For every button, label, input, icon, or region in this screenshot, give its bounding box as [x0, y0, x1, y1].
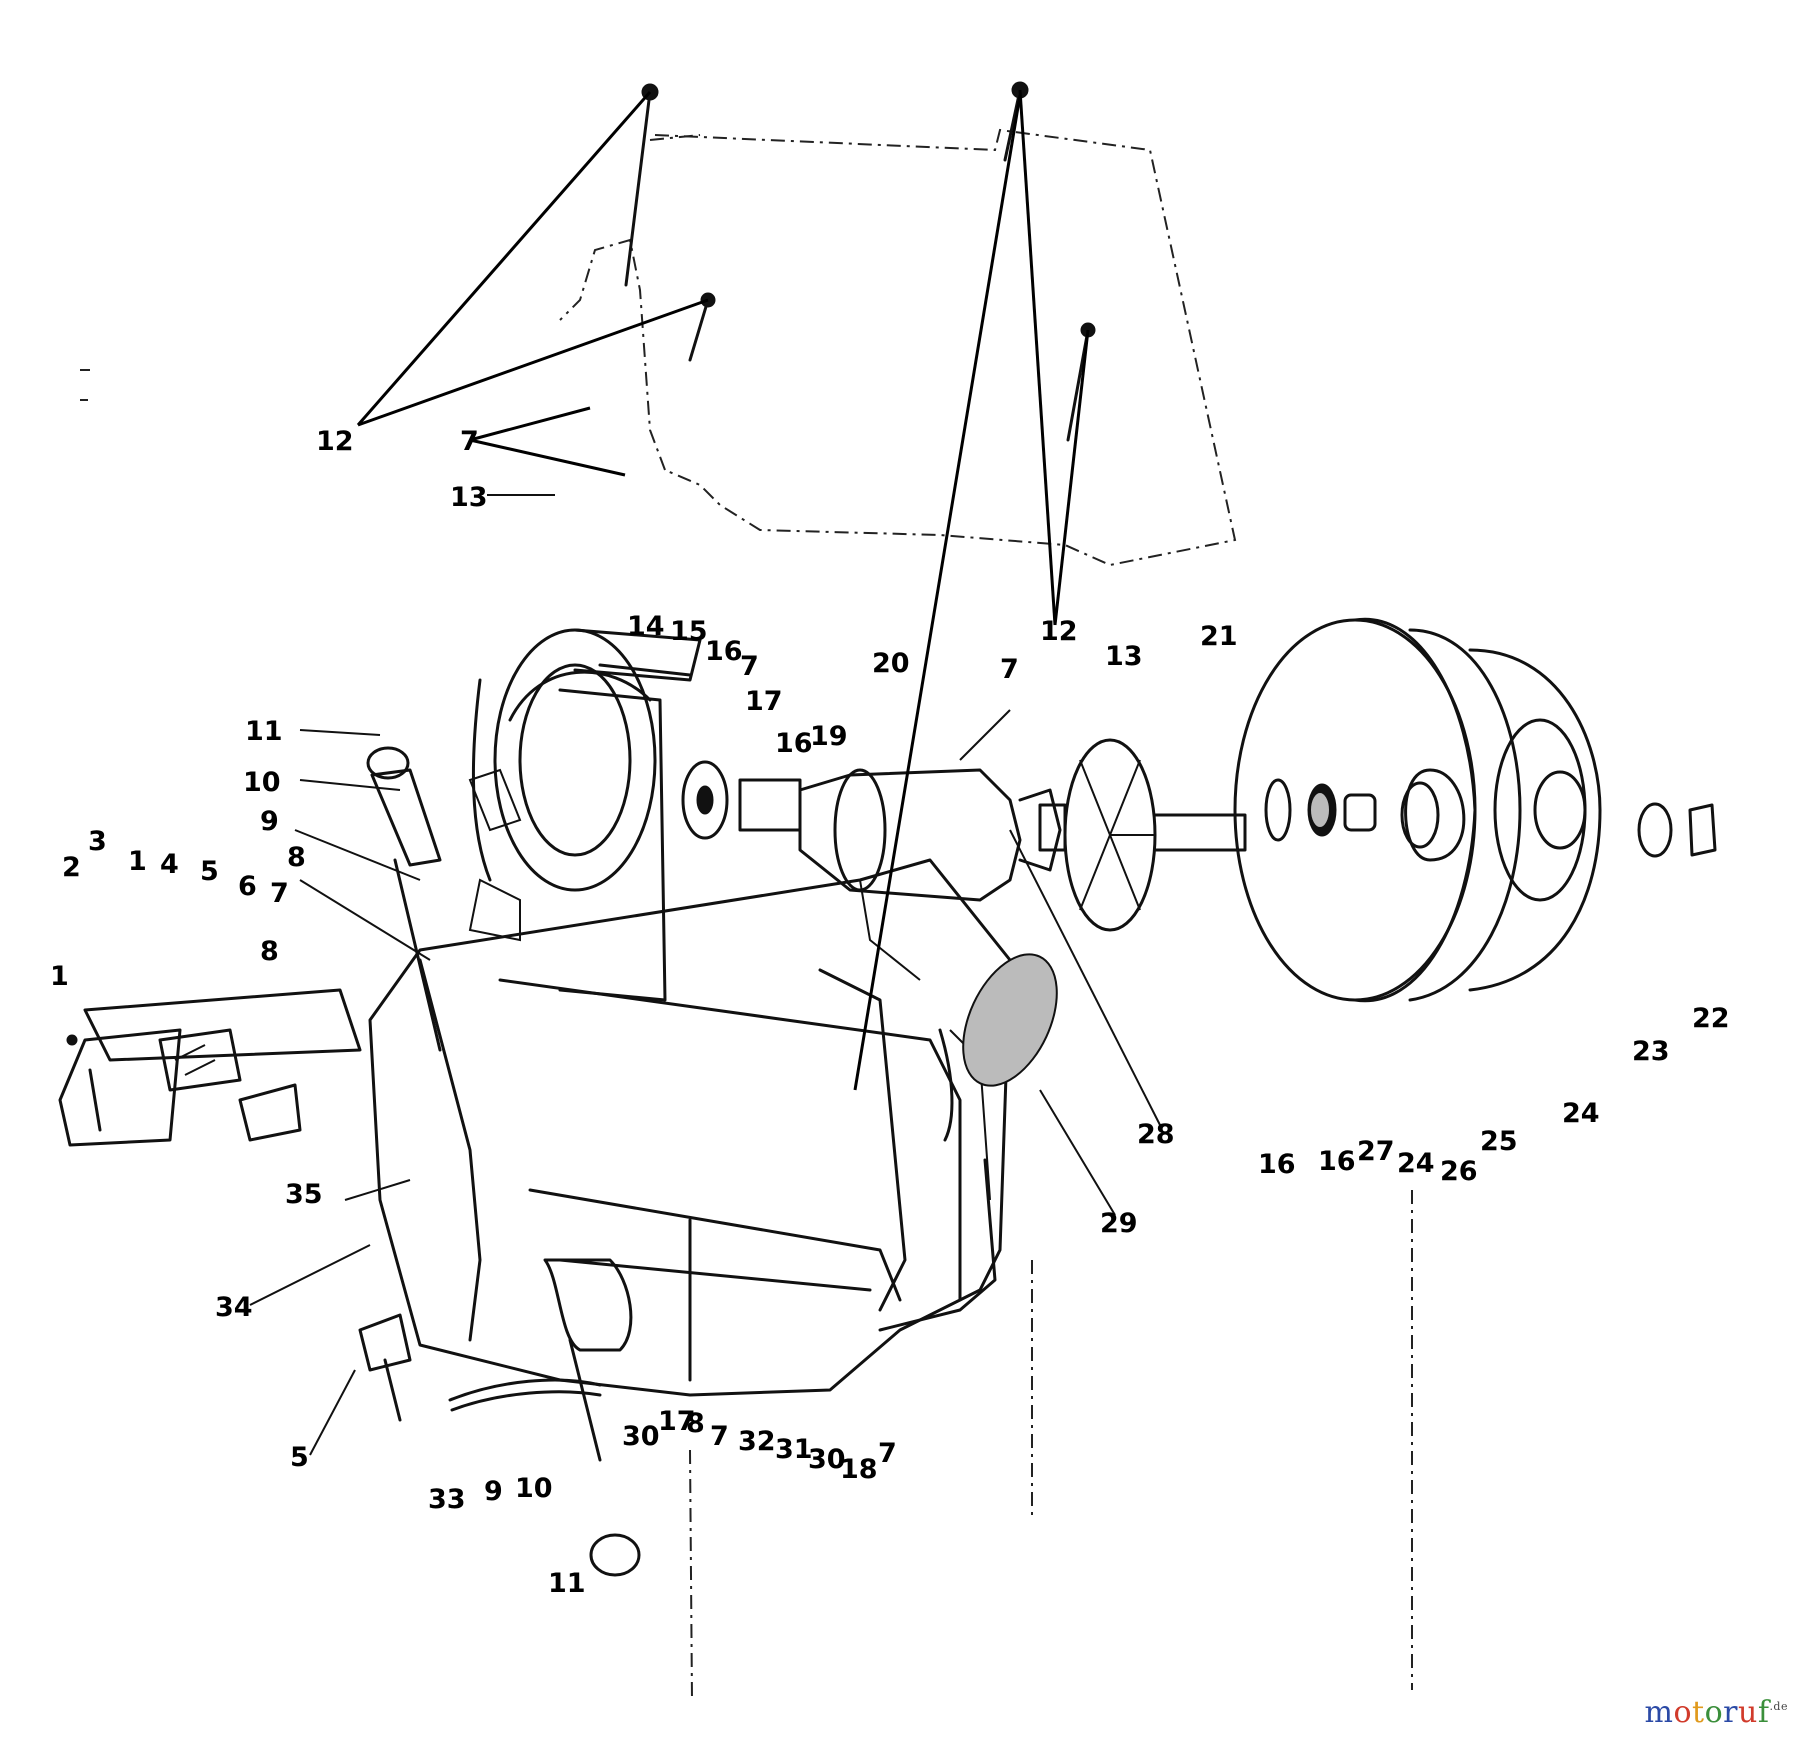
clip-33 [448, 1378, 602, 1412]
callout-33: 33 [428, 1484, 466, 1515]
pulley-assembly [1233, 617, 1602, 1003]
callout-9: 9 [260, 806, 279, 837]
callout-30: 30 [622, 1421, 660, 1452]
callout-11: 11 [245, 716, 283, 747]
wm-letter: u [1738, 1695, 1758, 1730]
callout-32: 32 [738, 1426, 776, 1457]
screw-12-set [624, 81, 1096, 442]
callout-12: 12 [316, 426, 354, 457]
wm-letter: f [1757, 1695, 1770, 1730]
callout-27: 27 [1357, 1136, 1395, 1167]
shaft-washers [1264, 778, 1717, 858]
callout-25: 25 [1480, 1126, 1518, 1157]
callout-34: 34 [215, 1292, 253, 1323]
washer-23 [1637, 802, 1673, 858]
callout-2: 2 [62, 852, 81, 883]
callout-7: 7 [460, 426, 479, 457]
armature [468, 628, 702, 1002]
callout-7: 7 [878, 1438, 897, 1469]
callout-10: 10 [243, 767, 281, 798]
guide-lines [689, 1190, 1413, 1701]
callout-7: 7 [740, 651, 759, 682]
motor-housing [368, 858, 1012, 1397]
callout-7: 7 [710, 1421, 729, 1452]
callout-18: 18 [840, 1454, 878, 1485]
callout-7: 7 [1000, 654, 1019, 685]
callout-17: 17 [658, 1406, 696, 1437]
callout-23: 23 [1632, 1036, 1670, 1067]
callout-26: 26 [1440, 1156, 1478, 1187]
callout-31: 31 [775, 1434, 813, 1465]
callout-24: 24 [1397, 1148, 1435, 1179]
brush-screw-set [358, 746, 641, 1577]
callout-20: 20 [872, 648, 910, 679]
bearing-15 [681, 760, 729, 840]
callout-16: 16 [775, 728, 813, 759]
callout-8: 8 [260, 936, 279, 967]
callout-16: 16 [1318, 1146, 1356, 1177]
callout-6: 6 [238, 871, 257, 902]
callout-labels: 12 12 7 13 13 21 20 7 14 15 16 7 17 16 1… [50, 426, 1730, 1599]
callout-19: 19 [810, 721, 848, 752]
callout-9: 9 [484, 1476, 503, 1507]
callout-8: 8 [287, 842, 306, 873]
callout-13: 13 [1105, 641, 1143, 672]
callout-24: 24 [1562, 1098, 1600, 1129]
wm-letter: m [1644, 1695, 1674, 1730]
leader-lines [249, 89, 1161, 1456]
switch-assembly [58, 988, 362, 1147]
callout-10: 10 [515, 1473, 553, 1504]
callout-35: 35 [285, 1179, 323, 1210]
callout-29: 29 [1100, 1208, 1138, 1239]
wm-letter: o [1673, 1695, 1693, 1730]
callout-17: 17 [745, 686, 783, 717]
gasket-29 [962, 953, 1058, 1087]
cap-11-bottom [589, 1533, 641, 1577]
shaft-fan-assembly [738, 738, 1247, 932]
callout-7: 7 [270, 878, 289, 909]
motoruf-watermark: motoruf.de [1645, 1695, 1788, 1730]
callout-15: 15 [670, 616, 708, 647]
callout-12: 12 [1040, 616, 1078, 647]
cap-11-top [366, 746, 410, 780]
callout-13: 13 [450, 482, 488, 513]
wm-letter: o [1704, 1695, 1724, 1730]
callout-14: 14 [627, 611, 665, 642]
callout-16: 16 [705, 636, 743, 667]
wm-letter: t [1692, 1695, 1705, 1730]
callout-11: 11 [548, 1568, 586, 1599]
wm-letter: r [1723, 1695, 1738, 1730]
callout-30: 30 [808, 1444, 846, 1475]
callout-16: 16 [1258, 1149, 1296, 1180]
callout-5: 5 [200, 856, 219, 887]
callout-3: 3 [88, 826, 107, 857]
callout-1: 1 [50, 961, 69, 992]
callout-22: 22 [1692, 1003, 1730, 1034]
callout-21: 21 [1200, 621, 1238, 652]
callout-5: 5 [290, 1442, 309, 1473]
callout-8: 8 [686, 1408, 705, 1439]
callout-28: 28 [1137, 1119, 1175, 1150]
callout-1: 1 [128, 846, 147, 877]
callout-4: 4 [160, 849, 179, 880]
housing-cover-outline [80, 128, 1237, 567]
nut-22 [1688, 803, 1717, 857]
wm-domain: .de [1769, 1700, 1788, 1713]
